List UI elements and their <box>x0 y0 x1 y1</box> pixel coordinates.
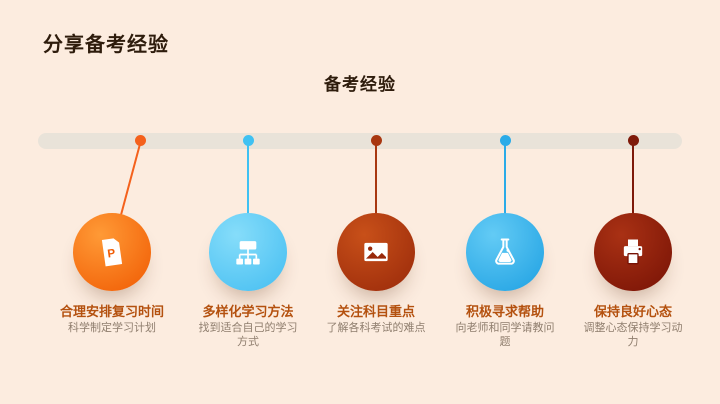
pendant-line <box>247 144 249 214</box>
milestone-title: 关注科目重点 <box>336 304 415 319</box>
timeline-dot <box>242 135 254 146</box>
printer-icon <box>613 232 653 272</box>
timeline-dot <box>134 135 146 146</box>
document-p-icon: P <box>92 232 132 272</box>
milestone-title: 积极寻求帮助 <box>465 304 544 319</box>
milestone-item: 多样化学习方法 找到适合自己的学习方式 <box>183 0 313 404</box>
svg-text:P: P <box>107 247 117 261</box>
milestone-item: 积极寻求帮助 向老师和同学请教问题 <box>440 0 570 404</box>
pendant-line <box>632 144 634 214</box>
milestone-item: 关注科目重点 了解各科考试的难点 <box>311 0 441 404</box>
milestone-circle <box>337 213 415 291</box>
milestone-title: 合理安排复习时间 <box>59 304 164 319</box>
milestone-description: 向老师和同学请教问题 <box>455 322 555 348</box>
timeline-dot <box>370 135 382 146</box>
sitemap-icon <box>228 232 268 272</box>
milestone-item: 保持良好心态 调整心态保持学习动力 <box>568 0 698 404</box>
milestone-description: 找到适合自己的学习方式 <box>198 322 298 348</box>
milestone-item: P 合理安排复习时间 科学制定学习计划 <box>47 0 177 404</box>
milestone-circle: P <box>73 213 151 291</box>
milestone-circle <box>209 213 287 291</box>
flask-icon <box>485 232 525 272</box>
milestone-circle <box>466 213 544 291</box>
milestone-description: 科学制定学习计划 <box>68 322 156 334</box>
timeline-dot <box>627 135 639 146</box>
page-title: 分享备考经验 <box>43 34 169 56</box>
slide-subtitle: 备考经验 <box>324 75 396 94</box>
milestone-title: 多样化学习方法 <box>202 304 294 319</box>
milestone-circle <box>594 213 672 291</box>
pendant-line <box>119 143 141 216</box>
milestone-description: 调整心态保持学习动力 <box>583 322 683 348</box>
pendant-line <box>504 144 506 214</box>
timeline-bar <box>38 133 682 149</box>
milestone-description: 了解各科考试的难点 <box>326 322 426 334</box>
timeline-dot <box>499 135 511 146</box>
milestone-title: 保持良好心态 <box>593 304 672 319</box>
image-icon <box>356 232 396 272</box>
pendant-line <box>375 144 377 214</box>
